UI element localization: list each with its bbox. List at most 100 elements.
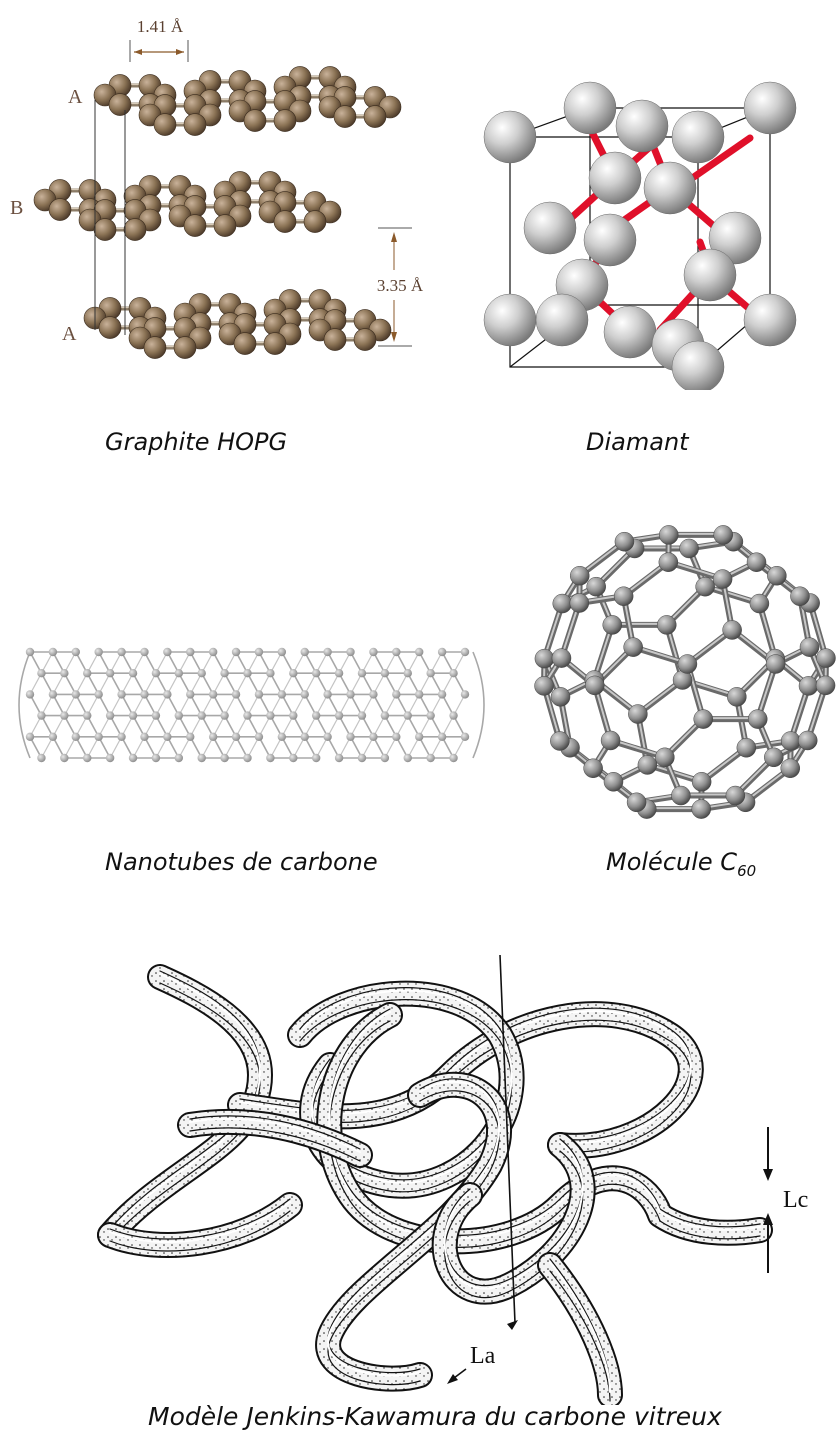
- nanotube-atom: [49, 648, 57, 656]
- nanotube-atom: [152, 754, 160, 762]
- nanotube-atom: [198, 711, 206, 719]
- c60-atom: [535, 649, 554, 668]
- c60-atom: [747, 553, 766, 572]
- nanotube-atom: [140, 648, 148, 656]
- nanotube-atom: [278, 733, 286, 741]
- nanotube-atom: [266, 711, 274, 719]
- c60-atom: [604, 772, 623, 791]
- nanotube-atom: [426, 711, 434, 719]
- nanotube-atom: [415, 648, 423, 656]
- nanotube-atom: [278, 648, 286, 656]
- c60-atom: [764, 748, 783, 767]
- nanotube-atom: [301, 648, 309, 656]
- nanotube-atom: [37, 669, 45, 677]
- nanotube-atom: [49, 733, 57, 741]
- nanotube-atom: [289, 711, 297, 719]
- nanotube-atom: [106, 754, 114, 762]
- graphite-atom: [214, 215, 236, 237]
- c60-diagram: [530, 510, 840, 830]
- graphite-layer-a-top: [94, 66, 401, 135]
- nanotube-atom: [175, 669, 183, 677]
- nanotube-atom: [255, 690, 263, 698]
- nanotube-atom: [209, 690, 217, 698]
- nanotube-atom: [72, 690, 80, 698]
- graphite-atom: [234, 333, 256, 355]
- nanotube-atom: [392, 690, 400, 698]
- diamond-atom: [484, 111, 536, 163]
- nanotube-atom: [220, 669, 228, 677]
- graphite-layer-a-bottom: [84, 289, 391, 358]
- c60-atom: [692, 800, 711, 819]
- c60-caption-sub: 60: [737, 862, 756, 880]
- c60-atom: [552, 649, 571, 668]
- nanotube-atom: [220, 711, 228, 719]
- nanotube-atom: [369, 690, 377, 698]
- nanotube-atom: [243, 669, 251, 677]
- c60-atom: [655, 748, 674, 767]
- c60-atom: [781, 759, 800, 778]
- nanotube-atom: [83, 711, 91, 719]
- graphite-atom: [124, 219, 146, 241]
- nanotube-atom: [94, 648, 102, 656]
- nanotube-atom: [449, 754, 457, 762]
- nanotube-atom: [255, 648, 263, 656]
- c60-atom: [585, 676, 604, 695]
- layer-label-a-top: A: [68, 86, 83, 108]
- c60-atom: [657, 615, 676, 634]
- nanotube-atom: [438, 690, 446, 698]
- layer-label-a-bottom: A: [62, 323, 77, 345]
- nanotube-atom: [289, 669, 297, 677]
- nanotube-atom: [426, 754, 434, 762]
- nanotube-atom: [461, 648, 469, 656]
- nanotube-atom: [323, 733, 331, 741]
- nanotube-atom: [358, 754, 366, 762]
- nanotube-atom: [289, 754, 297, 762]
- graphite-atom: [274, 211, 296, 233]
- glassy-carbon-diagram: Lc La: [90, 955, 820, 1405]
- diamond-atom: [744, 82, 796, 134]
- diamond-atom: [524, 202, 576, 254]
- nanotube-atom: [404, 711, 412, 719]
- nanotube-atom: [335, 711, 343, 719]
- c60-atom: [570, 594, 589, 613]
- nanotube-atom: [129, 669, 137, 677]
- nanotube-atom: [94, 690, 102, 698]
- nanotube-atom: [438, 733, 446, 741]
- c60-atom: [714, 525, 733, 544]
- graphite-atom: [264, 333, 286, 355]
- nanotube-atom: [60, 711, 68, 719]
- nanotube-atom: [312, 669, 320, 677]
- c60-atom: [659, 553, 678, 572]
- nanotube-atom: [220, 754, 228, 762]
- nanotube-atom: [381, 669, 389, 677]
- graphite-atom: [99, 317, 121, 339]
- nanotube-atom: [72, 733, 80, 741]
- graphite-atom: [184, 215, 206, 237]
- nanotube-atom: [209, 648, 217, 656]
- nanotube-atom: [37, 754, 45, 762]
- c60-atom: [696, 577, 715, 596]
- nanotube-atom: [301, 733, 309, 741]
- nanotube-atom: [232, 690, 240, 698]
- nanotube-atom: [381, 711, 389, 719]
- nanotube-atom: [301, 690, 309, 698]
- nanotube-atom: [83, 669, 91, 677]
- nanotube-atom: [266, 669, 274, 677]
- graphite-layer-b: [34, 171, 341, 240]
- graphite-atom: [184, 114, 206, 136]
- c60-atom: [816, 649, 835, 668]
- la-label: La: [470, 1343, 496, 1369]
- c60-atom: [615, 532, 634, 551]
- c60-atom: [726, 786, 745, 805]
- graphite-atom: [49, 199, 71, 221]
- diamond-atom: [536, 294, 588, 346]
- c60-atom: [680, 539, 699, 558]
- nanotube-atom: [323, 690, 331, 698]
- nanotube-atom: [117, 690, 125, 698]
- nanotube-atom: [26, 733, 34, 741]
- graphite-atom: [144, 337, 166, 359]
- c60-atom: [790, 587, 809, 606]
- diamond-atom: [616, 100, 668, 152]
- nanotube-atom: [117, 648, 125, 656]
- nanotube-atom: [243, 711, 251, 719]
